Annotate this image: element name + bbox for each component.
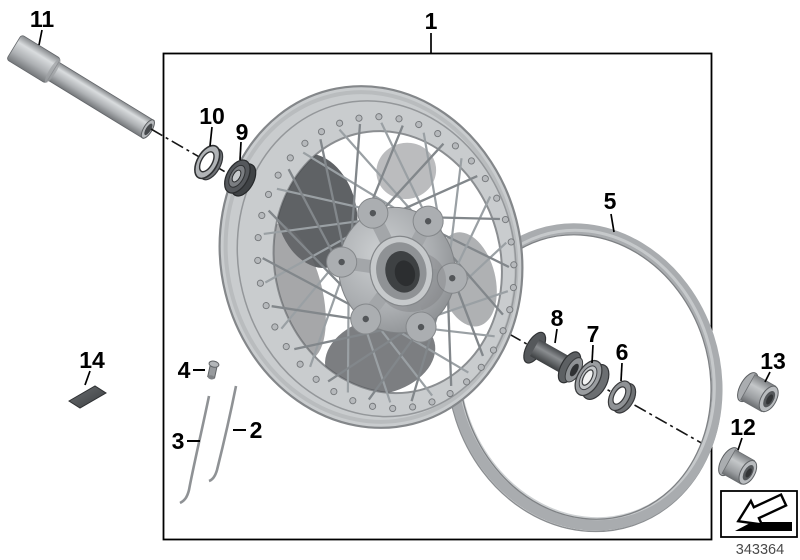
rim-dimple: [493, 194, 501, 202]
part-number: 343364: [736, 542, 784, 558]
rim-dimple: [301, 139, 309, 147]
rim-dimple: [409, 403, 417, 411]
callout-10: 10: [199, 103, 225, 129]
rim-dimple: [507, 238, 515, 246]
logo-frame: [720, 490, 798, 538]
leader-line-14: [84, 370, 91, 386]
rim-dimple: [317, 128, 326, 136]
rim-dimple: [375, 113, 383, 121]
rim-dimple: [349, 397, 357, 405]
rim-dimple: [256, 279, 264, 287]
rim-dimple: [336, 119, 344, 127]
rim-dimple: [489, 346, 497, 354]
rim-dimple: [451, 142, 459, 150]
spoke-part-2: [208, 385, 238, 483]
leader-line-12: [737, 437, 743, 451]
rim-dimple: [355, 114, 363, 122]
bearing-part-9: [224, 159, 257, 197]
rim-dimple: [286, 154, 294, 162]
leader-lines: [38, 29, 771, 451]
rim-dimple: [481, 175, 489, 183]
callout-1: 1: [425, 8, 438, 34]
leader-line-13: [764, 371, 771, 383]
callout-2: 2: [250, 417, 263, 443]
spoke-line: [319, 139, 348, 265]
callout-12: 12: [730, 414, 756, 440]
callout-5: 5: [604, 188, 617, 214]
rim-dimple: [264, 190, 273, 198]
rim-dimple: [282, 343, 290, 351]
rim-dimple: [258, 211, 266, 220]
rim-dimple: [506, 306, 514, 314]
bushing-part-12: [718, 447, 758, 485]
bushing-part-13: [737, 372, 779, 413]
hub-lobe-hole: [362, 315, 369, 323]
hub-lobe-hole: [338, 258, 345, 266]
rim-dimple: [463, 378, 471, 386]
hub-lobe-hole: [369, 209, 377, 217]
callout-7: 7: [587, 321, 600, 347]
axle-tube-part: [7, 35, 155, 140]
replacement-part-logo: [720, 490, 798, 538]
rim-dimple: [271, 323, 279, 331]
callout-9: 9: [236, 119, 249, 145]
callout-11: 11: [30, 6, 55, 32]
rim-dimple: [389, 404, 397, 413]
rim-dimple: [510, 261, 518, 269]
callout-14: 14: [79, 347, 105, 373]
leader-line-5: [610, 213, 615, 233]
rim-dimple: [499, 327, 507, 335]
arrow-shadow: [735, 522, 792, 531]
leader-line-11: [38, 29, 43, 46]
bearing-part-7: [574, 359, 610, 400]
rim-dimple: [312, 375, 320, 383]
callout-4: 4: [178, 357, 191, 383]
rim-dimple: [477, 363, 485, 371]
balance-weight-part: [68, 385, 107, 409]
rim-dimple: [467, 157, 475, 165]
rim-dimple: [369, 402, 377, 410]
rim-dimple: [428, 398, 436, 406]
callout-13: 13: [760, 348, 786, 374]
rim-dimple: [262, 302, 270, 310]
leader-line-7: [591, 344, 594, 364]
leader-line-10: [209, 126, 213, 147]
rim-dimple: [330, 388, 338, 396]
rim-dimple: [509, 284, 517, 292]
callout-8: 8: [551, 305, 564, 331]
rim-dimple: [415, 120, 423, 129]
rim-dimple: [501, 216, 509, 224]
callout-6: 6: [616, 339, 629, 365]
rim-dimple: [446, 389, 454, 398]
rim-dimple: [296, 360, 304, 368]
parts-frame: [162, 52, 713, 541]
hub-lobe-hole: [417, 323, 425, 331]
leader-line-6: [620, 362, 623, 382]
rim-dimple: [254, 256, 262, 264]
spoke-line: [349, 123, 362, 246]
rim-band-part: [446, 223, 723, 533]
rim-dimple: [395, 115, 403, 123]
center-axis-line: [383, 262, 713, 450]
rim-dimple: [254, 234, 262, 242]
rim-dimple: [274, 171, 282, 179]
spoke-part-3: [179, 395, 211, 505]
leader-line-8: [554, 328, 558, 344]
leader-line-9: [239, 141, 242, 161]
rim-dimple: [434, 130, 442, 138]
hub-lobe-hole: [424, 218, 432, 225]
rim-nipple-dimples: [254, 113, 518, 413]
hub-lobe-hole: [449, 274, 456, 282]
spoke-nipple-part: [207, 360, 220, 380]
wheel-hub: [326, 197, 468, 343]
washer-part: [607, 380, 637, 414]
sealing-ring-part: [194, 144, 224, 181]
replacement-part-arrow-icon: [736, 492, 788, 526]
callout-3: 3: [172, 428, 185, 454]
wheel-assembly: [218, 85, 524, 429]
